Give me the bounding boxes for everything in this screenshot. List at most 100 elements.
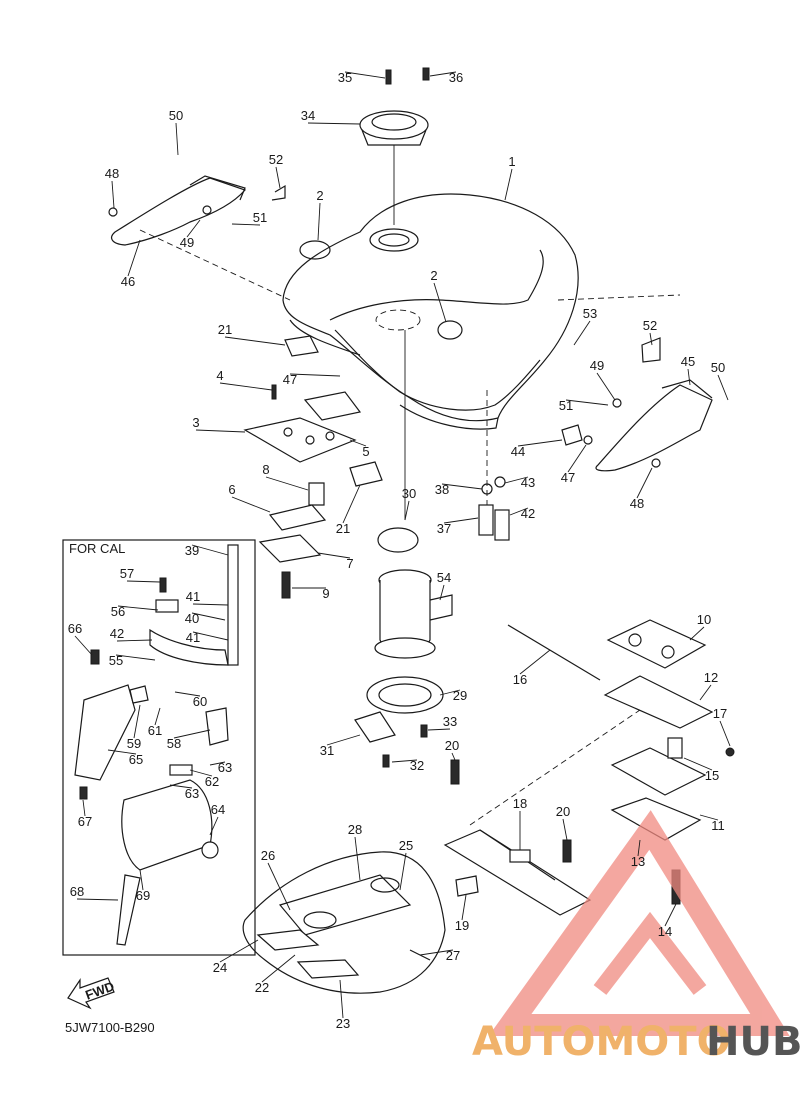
part-label: 11 bbox=[711, 818, 725, 833]
leader-line bbox=[275, 166, 281, 189]
leader-line bbox=[191, 544, 229, 556]
leader-line bbox=[231, 223, 261, 226]
part-label: 69 bbox=[136, 888, 150, 903]
part-label: 34 bbox=[301, 108, 315, 123]
part-label: 52 bbox=[269, 152, 283, 167]
leader-line bbox=[699, 684, 712, 701]
leader-line bbox=[439, 689, 461, 696]
leader-line bbox=[267, 862, 291, 911]
cal-box-title: FOR CAL bbox=[69, 541, 125, 556]
part-label: 1 bbox=[508, 154, 515, 169]
leader-line bbox=[289, 373, 341, 377]
leader-line bbox=[637, 839, 641, 857]
part-label: 62 bbox=[205, 774, 219, 789]
fwd-arrow: FWD bbox=[67, 977, 116, 1010]
leader-line bbox=[265, 476, 309, 491]
leader-line bbox=[419, 949, 454, 956]
leader-line bbox=[429, 71, 457, 77]
leader-line bbox=[117, 605, 159, 611]
part-label: 50 bbox=[711, 360, 725, 375]
part-label: 52 bbox=[643, 318, 657, 333]
part-label: 68 bbox=[70, 884, 84, 899]
part-label: 41 bbox=[186, 630, 200, 645]
leader-line bbox=[427, 728, 451, 731]
part-label: 51 bbox=[559, 398, 573, 413]
part-label: 60 bbox=[193, 694, 207, 709]
part-label: 47 bbox=[561, 470, 575, 485]
part-label: 26 bbox=[261, 848, 275, 863]
part-label: 59 bbox=[127, 736, 141, 751]
leader-line bbox=[126, 580, 161, 583]
leader-line bbox=[191, 612, 226, 621]
leader-line bbox=[307, 122, 361, 125]
part-label: 58 bbox=[167, 736, 181, 751]
left-side-cover bbox=[108, 175, 291, 301]
leader-line bbox=[339, 979, 344, 1019]
part-label: 39 bbox=[185, 543, 199, 558]
leader-line bbox=[443, 517, 479, 524]
part-label: 2 bbox=[316, 188, 323, 203]
part-label: 8 bbox=[262, 462, 269, 477]
part-label: 55 bbox=[109, 653, 123, 668]
leader-line bbox=[687, 368, 691, 386]
part-label: 54 bbox=[437, 570, 451, 585]
part-label: 27 bbox=[446, 948, 460, 963]
part-label: 40 bbox=[185, 611, 199, 626]
part-label: 66 bbox=[68, 621, 82, 636]
leader-line bbox=[354, 836, 361, 881]
leader-line bbox=[399, 852, 407, 891]
leader-line bbox=[192, 603, 229, 606]
leader-line bbox=[689, 626, 705, 641]
part-label: 9 bbox=[322, 586, 329, 601]
part-label: 51 bbox=[253, 210, 267, 225]
leader-line bbox=[719, 720, 731, 747]
watermark-logo bbox=[488, 810, 790, 1036]
part-label: 46 bbox=[121, 274, 135, 289]
part-label: 49 bbox=[180, 235, 194, 250]
fuel-tank bbox=[282, 193, 579, 430]
part-label: 22 bbox=[255, 980, 269, 995]
part-label: 16 bbox=[513, 672, 527, 687]
leader-line bbox=[504, 476, 529, 484]
leader-line bbox=[231, 496, 271, 513]
part-label: 13 bbox=[631, 854, 645, 869]
part-label: 30 bbox=[402, 486, 416, 501]
part-label: 48 bbox=[105, 166, 119, 181]
leader-line bbox=[342, 484, 361, 524]
leader-line bbox=[209, 761, 226, 766]
fuel-pump-assembly bbox=[354, 330, 453, 768]
part-label: 33 bbox=[443, 714, 457, 729]
part-label: 67 bbox=[78, 814, 92, 829]
part-labels: 1223456789101112131415161718192020212122… bbox=[68, 70, 727, 1031]
part-label: 56 bbox=[111, 604, 125, 619]
part-label: 5 bbox=[362, 444, 369, 459]
leader-line bbox=[596, 372, 616, 401]
filler-cap bbox=[359, 67, 430, 225]
rear-frame-bracket bbox=[443, 759, 592, 916]
part-label: 48 bbox=[630, 496, 644, 511]
part-label: 45 bbox=[681, 354, 695, 369]
leader-line bbox=[219, 382, 273, 391]
leader-line bbox=[636, 467, 653, 499]
watermark-prefix: AUTOMOTO bbox=[472, 1019, 731, 1065]
part-label: 31 bbox=[320, 743, 334, 758]
leader-line bbox=[441, 483, 483, 490]
part-label: 23 bbox=[336, 1016, 350, 1031]
part-label: 50 bbox=[169, 108, 183, 123]
leader-line bbox=[391, 759, 418, 763]
leader-line bbox=[111, 180, 115, 209]
part-label: 61 bbox=[148, 723, 162, 738]
part-label: 25 bbox=[399, 838, 413, 853]
part-label: 21 bbox=[218, 322, 232, 337]
part-label: 63 bbox=[218, 760, 232, 775]
leader-line bbox=[209, 816, 219, 836]
leader-line bbox=[169, 784, 193, 789]
leader-line bbox=[173, 729, 211, 739]
part-label: 28 bbox=[348, 822, 362, 837]
part-label: 64 bbox=[211, 802, 225, 817]
leader-line bbox=[509, 507, 529, 516]
leader-line bbox=[317, 202, 321, 241]
part-label: 2 bbox=[430, 268, 437, 283]
